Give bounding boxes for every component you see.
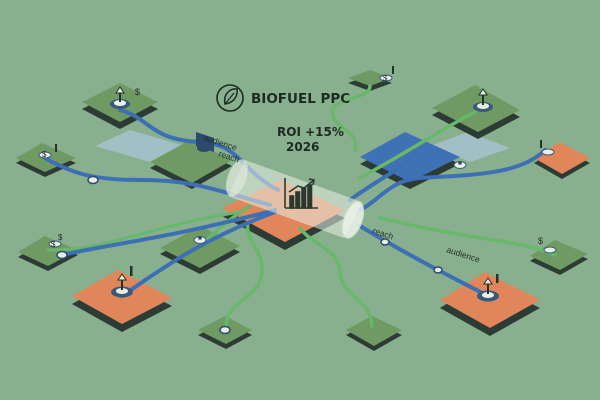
upload-arrow-icon [110,86,130,109]
green-path-top-center [330,84,372,152]
blue-path-lower-right [358,224,490,298]
dollar-icon: $ [379,66,394,83]
green-path-right [378,216,557,257]
green-path-top-right [358,110,477,180]
green-path-left-small [46,210,242,252]
blue-path-left-lower [60,208,277,257]
dollar-icon: $ [38,144,57,159]
hub-cylinder [225,159,365,239]
blue-path-left [43,156,272,207]
svg-text:$: $ [383,74,388,83]
roi-year: 2026 [286,140,319,154]
path-nodes [56,175,443,335]
tile-bottom-center [346,316,402,351]
dollar-icon [540,140,555,156]
svg-text:$: $ [538,236,543,246]
bar-chart-trend-icon [284,178,318,209]
tile-right-orange [534,142,590,179]
upload-arrow-icon [111,266,133,298]
pale-blue-panel-right [430,132,510,162]
blue-path-lower-left [120,210,277,298]
dollar-icon: $ [538,236,557,254]
tile-top-center [348,70,392,91]
page-title: BIOFUEL PPC [251,91,350,107]
svg-text:$: $ [58,233,63,242]
dollar-icon: $ [135,87,140,97]
roi-value: ROI +15% [277,125,344,139]
green-path-bottom-left [224,220,264,328]
audience-label-right: audience [445,244,481,264]
upload-arrow-icon [473,88,493,112]
leaf-logo-icon [223,88,238,105]
audience-icon [453,161,467,169]
logo-badge [216,84,244,112]
blue-path-blue-tile [348,158,412,202]
audience-icon [193,236,207,244]
svg-text:$: $ [42,150,47,159]
upload-arrow-icon [477,274,499,302]
blue-path-right-orange [358,148,547,212]
green-path-bottom-center [298,226,374,328]
dollar-icon: $ $ [48,233,63,249]
pale-blue-panel-left [95,130,185,162]
svg-text:$: $ [51,240,56,249]
